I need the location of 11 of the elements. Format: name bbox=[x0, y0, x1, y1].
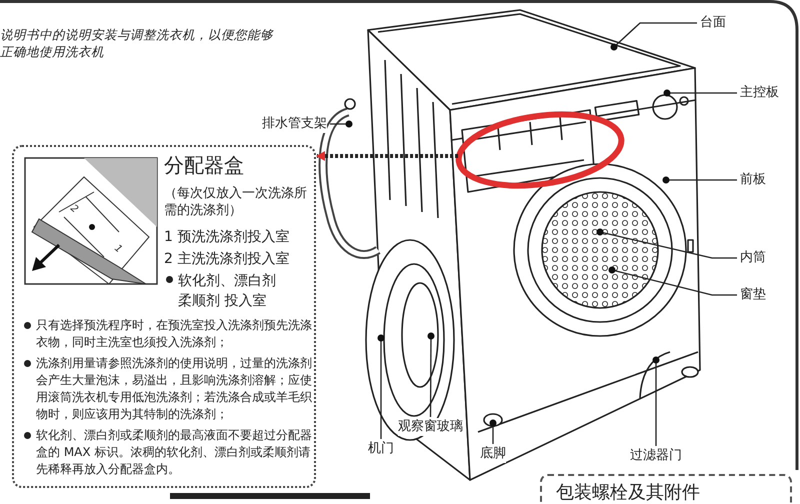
bullet-note: 洗涤剂用量请参照洗涤剂的使用说明，过量的洗涤剂会产生大量泡沫，易溢出，且影响洗涤剂溶解；应使用滚筒洗衣机专用低泡洗涤剂；若洗涤合成或羊毛织物时，则应该用为其特制的洗涤剂； bbox=[22, 355, 312, 423]
panel-subheading: （每次仅放入一次洗涤所需的洗涤剂） bbox=[164, 185, 308, 219]
list-item: 1 预洗洗涤剂投入室 bbox=[164, 228, 290, 247]
panel-heading: 分配器盒 bbox=[164, 155, 245, 175]
bullet-note: 软化剂、漂白剂或柔顺剂的最高液面不要超过分配器盒的 MAX 标识。浓稠的软化剂、漂白剂或柔顺剂请先稀释再放入分配器盒内。 bbox=[22, 427, 312, 478]
bullet-note: 只有选择预洗程序时，在预洗室投入洗涤剂预先洗涤衣物，同时主洗室也须投入洗涤剂； bbox=[22, 317, 312, 351]
list-item: 2 主洗洗涤剂投入室 bbox=[164, 250, 290, 269]
callout-number: 1 bbox=[112, 242, 124, 256]
list-item: 软化剂、漂白剂柔顺剂 投入室 bbox=[164, 271, 282, 311]
callout-number: 2 bbox=[68, 202, 80, 216]
intro-note: 说明书中的说明安装与调整洗衣机，以便您能够正确地使用洗衣机 bbox=[0, 26, 274, 60]
